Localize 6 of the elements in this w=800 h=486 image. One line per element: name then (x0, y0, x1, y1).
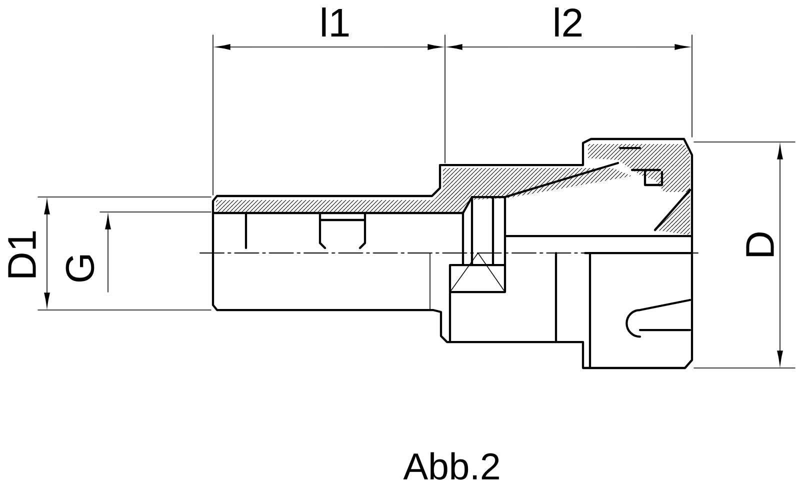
caption: Abb.2 (403, 452, 499, 480)
dimension-label: D1 (8, 231, 36, 278)
dimension-label: D (746, 232, 774, 256)
dimension-label: l2 (555, 8, 582, 36)
dimension-label: l1 (322, 8, 349, 36)
dimension-label: G (66, 255, 94, 282)
